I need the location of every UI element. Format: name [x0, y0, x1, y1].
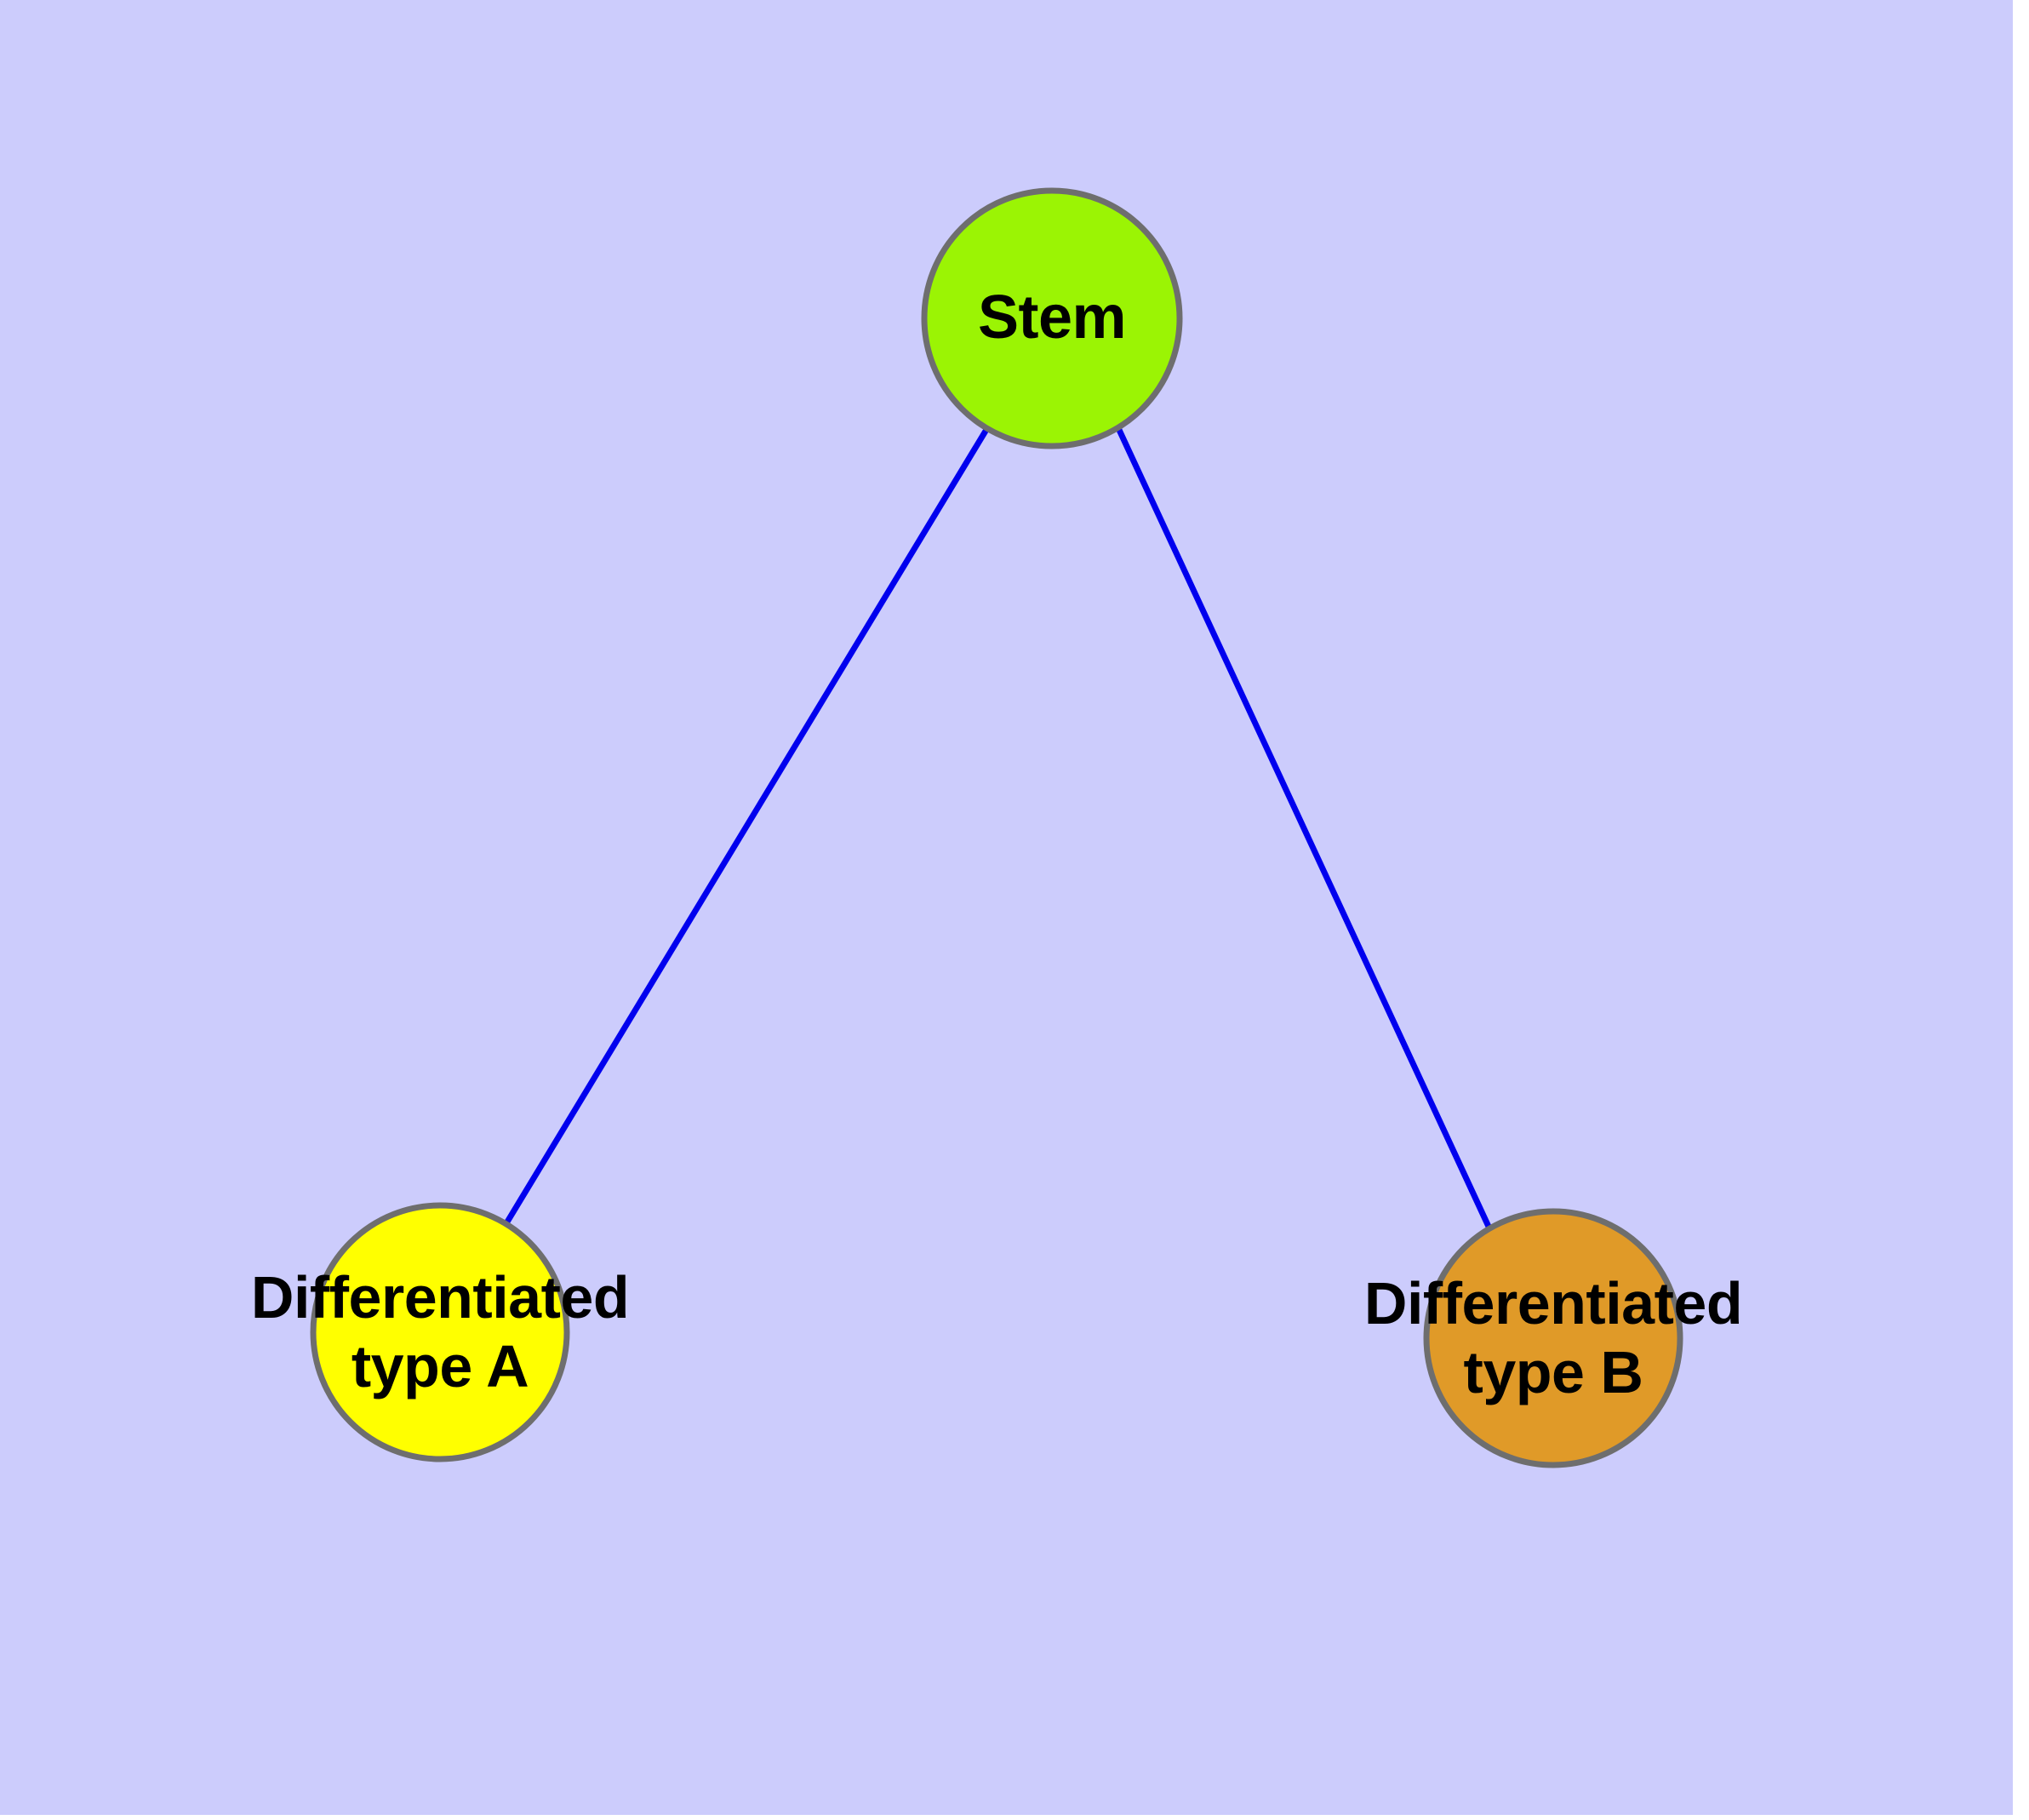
node-circle-stem[interactable]	[921, 187, 1183, 449]
edge-stem-to-differentiated-type-b[interactable]	[1116, 428, 1493, 1230]
node-layer	[310, 187, 1683, 1468]
edge-layer	[504, 426, 1493, 1230]
node-circle-differentiated-type-b[interactable]	[1423, 1208, 1683, 1468]
node-circle-differentiated-type-a[interactable]	[310, 1202, 570, 1462]
edge-stem-to-differentiated-type-a[interactable]	[504, 426, 990, 1225]
